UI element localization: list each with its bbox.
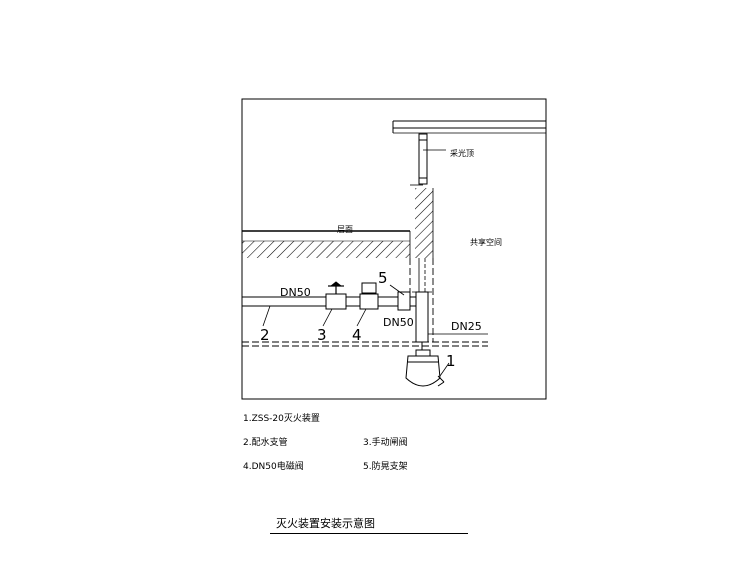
legend-item-2: 2.配水支管 xyxy=(243,438,288,448)
solenoid-valve xyxy=(359,282,379,310)
callout-1: 1 xyxy=(446,352,456,370)
legend-item-4: 4.DN50电磁阀 xyxy=(243,462,304,472)
legend-item-1: 1.ZSS-20灭火装置 xyxy=(243,414,320,424)
gate-valve xyxy=(325,281,347,310)
fire-detector-label: 采光顶 xyxy=(450,148,474,158)
callout-5: 5 xyxy=(378,269,388,287)
callout-4: 4 xyxy=(352,326,362,344)
callout-2: 2 xyxy=(260,326,270,344)
callout-leaders xyxy=(262,284,488,377)
legend-item-3: 3.手动闸阀 xyxy=(363,438,408,448)
diagram-caption: 灭火装置安装示意图 xyxy=(276,517,375,530)
fire-detector-device xyxy=(410,133,446,186)
extinguishing-device xyxy=(405,342,445,387)
pipe-branch-label: DN25 xyxy=(451,320,482,333)
main-pipe xyxy=(242,296,400,307)
shared-space-label: 共享空间 xyxy=(470,237,502,247)
pipe-valve-label: DN50 xyxy=(383,316,414,329)
hatched-wall xyxy=(415,188,434,258)
floor-slab xyxy=(242,230,411,258)
riser-pipe xyxy=(397,258,432,343)
ceiling-label: 层面 xyxy=(337,225,353,234)
legend-item-5: 5.防晃支架 xyxy=(363,462,408,472)
pipe-main-label: DN50 xyxy=(280,286,311,299)
roof-beam xyxy=(392,120,546,134)
caption-underline xyxy=(270,533,468,534)
callout-3: 3 xyxy=(317,326,327,344)
